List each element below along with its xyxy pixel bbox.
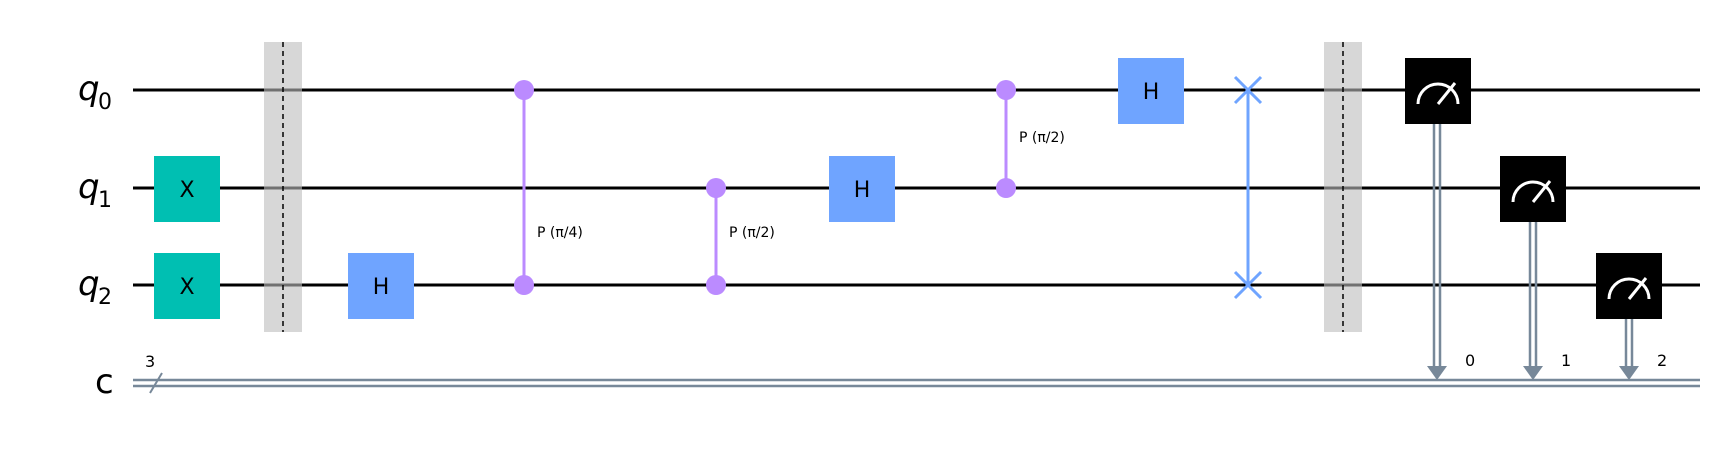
phase-label-pi-2-a: P (π/2) xyxy=(729,225,775,241)
h-gate-q2: H xyxy=(348,253,414,319)
svg-text:q: q xyxy=(78,264,100,304)
svg-text:q: q xyxy=(78,167,100,207)
svg-text:2: 2 xyxy=(98,285,112,310)
svg-text:H: H xyxy=(854,178,871,203)
x-gate-q2: X xyxy=(154,253,220,319)
measure-target-2: 2 xyxy=(1657,351,1667,370)
wire-label-q1: q 1 xyxy=(78,167,112,213)
svg-text:1: 1 xyxy=(98,188,112,213)
wire-label-q0: q 0 xyxy=(78,69,112,115)
svg-text:q: q xyxy=(78,69,100,109)
x-gate-q1: X xyxy=(154,156,220,222)
wire-label-q2: q 2 xyxy=(78,264,112,310)
phase-label-pi-4: P (π/4) xyxy=(537,225,583,241)
h-gate-q0: H xyxy=(1118,58,1184,124)
svg-text:X: X xyxy=(179,178,194,203)
measure-target-1: 1 xyxy=(1561,351,1571,370)
cphase-gate-q1-q2: P (π/2) xyxy=(706,178,775,295)
h-gate-q1: H xyxy=(829,156,895,222)
svg-text:H: H xyxy=(373,275,390,300)
phase-label-pi-2-b: P (π/2) xyxy=(1019,130,1065,146)
classical-bus-slash xyxy=(149,372,163,394)
svg-text:H: H xyxy=(1143,80,1160,105)
svg-text:X: X xyxy=(179,275,194,300)
classical-width-label: 3 xyxy=(145,352,155,371)
measure-q2: 2 xyxy=(1596,253,1667,380)
cphase-gate-q0-q1: P (π/2) xyxy=(996,80,1065,198)
wire-label-c: c xyxy=(95,362,114,402)
swap-gate-q0-q2 xyxy=(1233,75,1263,300)
measure-q0: 0 xyxy=(1405,58,1475,380)
svg-text:0: 0 xyxy=(98,90,112,115)
cphase-gate-q0-q2: P (π/4) xyxy=(514,80,583,295)
barrier-1 xyxy=(264,42,302,332)
measure-target-0: 0 xyxy=(1465,351,1475,370)
classical-wire xyxy=(133,378,1700,388)
measure-q1: 1 xyxy=(1500,156,1571,380)
barrier-2 xyxy=(1324,42,1362,332)
